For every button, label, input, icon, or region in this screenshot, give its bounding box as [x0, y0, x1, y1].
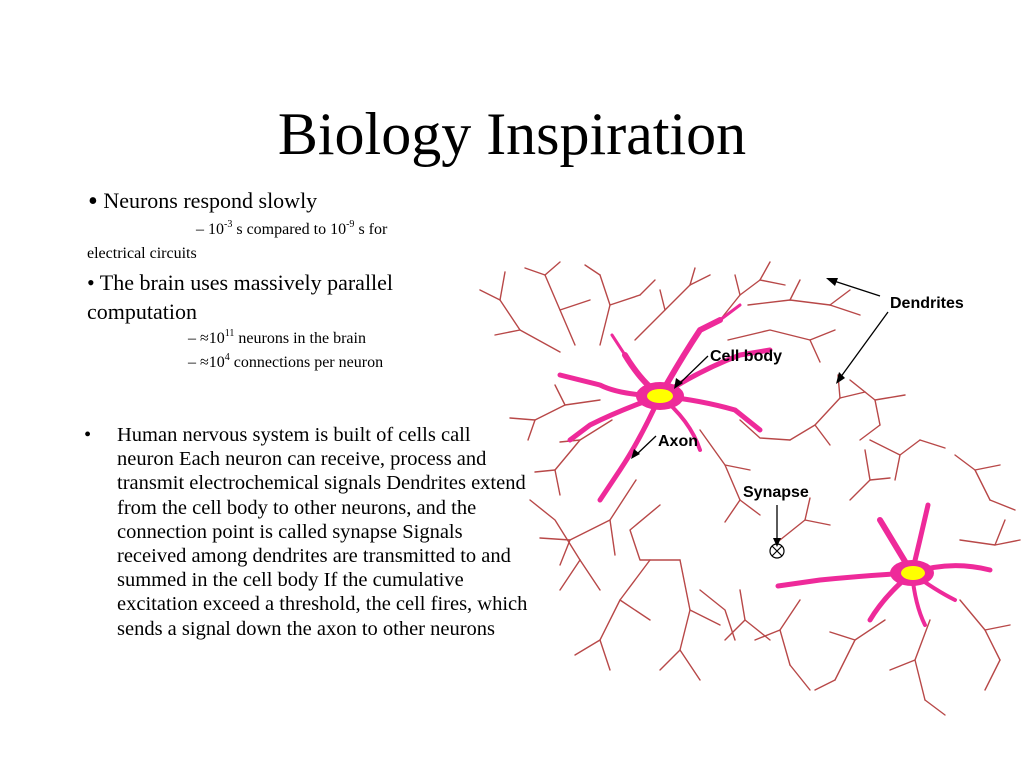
bullet-text: Neurons respond slowly — [103, 188, 318, 213]
label-arrows — [635, 280, 889, 544]
label-dendrites: Dendrites — [890, 295, 964, 312]
label-cell-body: Cell body — [710, 348, 783, 365]
sub-bullet-response-time: – 10-3 s compared to 10-9 s for — [196, 219, 388, 239]
text-part: – ≈10 — [188, 330, 225, 347]
paragraph-bullet: • — [84, 424, 92, 446]
exponent: 4 — [224, 352, 230, 363]
label-axon: Axon — [658, 433, 698, 450]
neuron-2 — [775, 502, 993, 627]
arrowheads — [631, 278, 845, 547]
sub-bullet-connections: – ≈104 connections per neuron — [188, 352, 384, 372]
text-part: – 10 — [196, 221, 224, 238]
exponent: -3 — [224, 219, 233, 230]
bullet-parallel-line1: • The brain uses massively parallel — [87, 270, 394, 295]
bullet-marker: • — [88, 186, 98, 217]
slide-title: Biology Inspiration — [277, 101, 747, 167]
text-part: – ≈10 — [188, 354, 225, 371]
sub-bullet-neuron-count: – ≈1011 neurons in the brain — [188, 328, 366, 348]
dendrite-branches — [479, 261, 1021, 716]
neuron-2-nucleus — [901, 566, 925, 580]
text-part: s compared to 10 — [232, 221, 347, 238]
sub-bullet-response-time-cont: electrical circuits — [87, 245, 197, 262]
text-part: neurons in the brain — [234, 330, 366, 347]
text-part: connections per neuron — [229, 354, 384, 371]
synapse-marker — [769, 543, 785, 559]
bullet-parallel-line2: computation — [87, 299, 197, 324]
neuron-1-nucleus — [647, 389, 673, 403]
paragraph-text: Human nervous system is built of cells c… — [117, 424, 528, 640]
text-part: s for — [354, 221, 388, 238]
exponent: 11 — [224, 328, 235, 339]
label-synapse: Synapse — [743, 484, 809, 501]
exponent: -9 — [346, 219, 355, 230]
bullet-neurons-slow: • Neurons respond slowly — [88, 186, 317, 218]
